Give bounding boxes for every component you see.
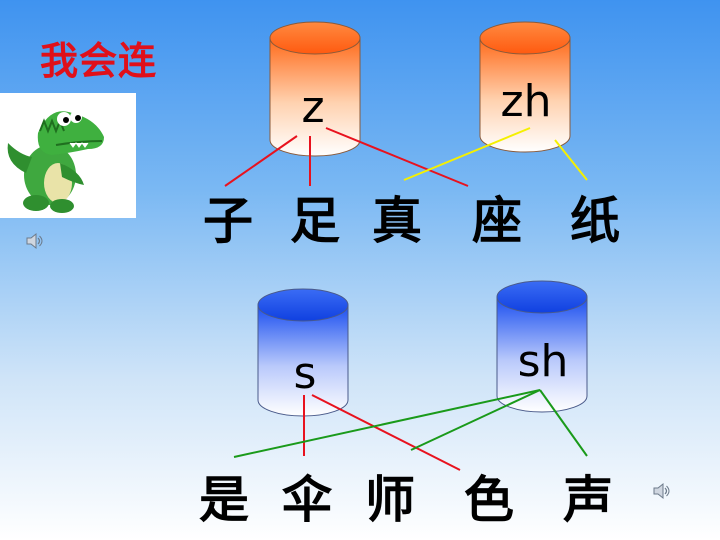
initial-zh: zh <box>500 76 552 127</box>
cylinder-z <box>269 21 361 157</box>
character-zuo[interactable]: 座 <box>472 192 522 250</box>
initial-s: s <box>293 348 317 399</box>
character-sheng[interactable]: 声 <box>563 471 613 529</box>
mascot-panel <box>0 93 136 218</box>
character-zhi[interactable]: 纸 <box>570 192 620 250</box>
cylinder-s <box>257 288 349 417</box>
cylinder-sh <box>496 280 588 413</box>
character-zu[interactable]: 足 <box>290 192 340 250</box>
link-sh-sheng <box>539 389 588 457</box>
character-shi[interactable]: 是 <box>199 471 249 529</box>
character-zhen[interactable]: 真 <box>372 192 422 250</box>
initial-sh: sh <box>517 336 569 387</box>
link-s-se <box>311 394 461 471</box>
character-shi2[interactable]: 师 <box>365 471 415 529</box>
link-sh-shi2 <box>410 389 541 451</box>
link-z-zuo <box>325 127 469 187</box>
crocodile-mascot-icon <box>7 111 104 213</box>
character-san[interactable]: 伞 <box>282 471 332 529</box>
speaker-icon[interactable] <box>652 482 670 500</box>
link-zh-zhi <box>554 139 588 181</box>
link-sh-shi <box>233 389 541 458</box>
character-zi[interactable]: 子 <box>203 192 253 250</box>
character-se[interactable]: 色 <box>464 471 514 529</box>
speaker-icon[interactable] <box>25 232 43 250</box>
cylinder-zh <box>479 21 571 153</box>
link-zh-zhen <box>403 127 531 181</box>
initial-z: z <box>301 82 325 133</box>
page-title: 我会连 <box>40 39 158 83</box>
link-z-zi <box>224 135 298 187</box>
